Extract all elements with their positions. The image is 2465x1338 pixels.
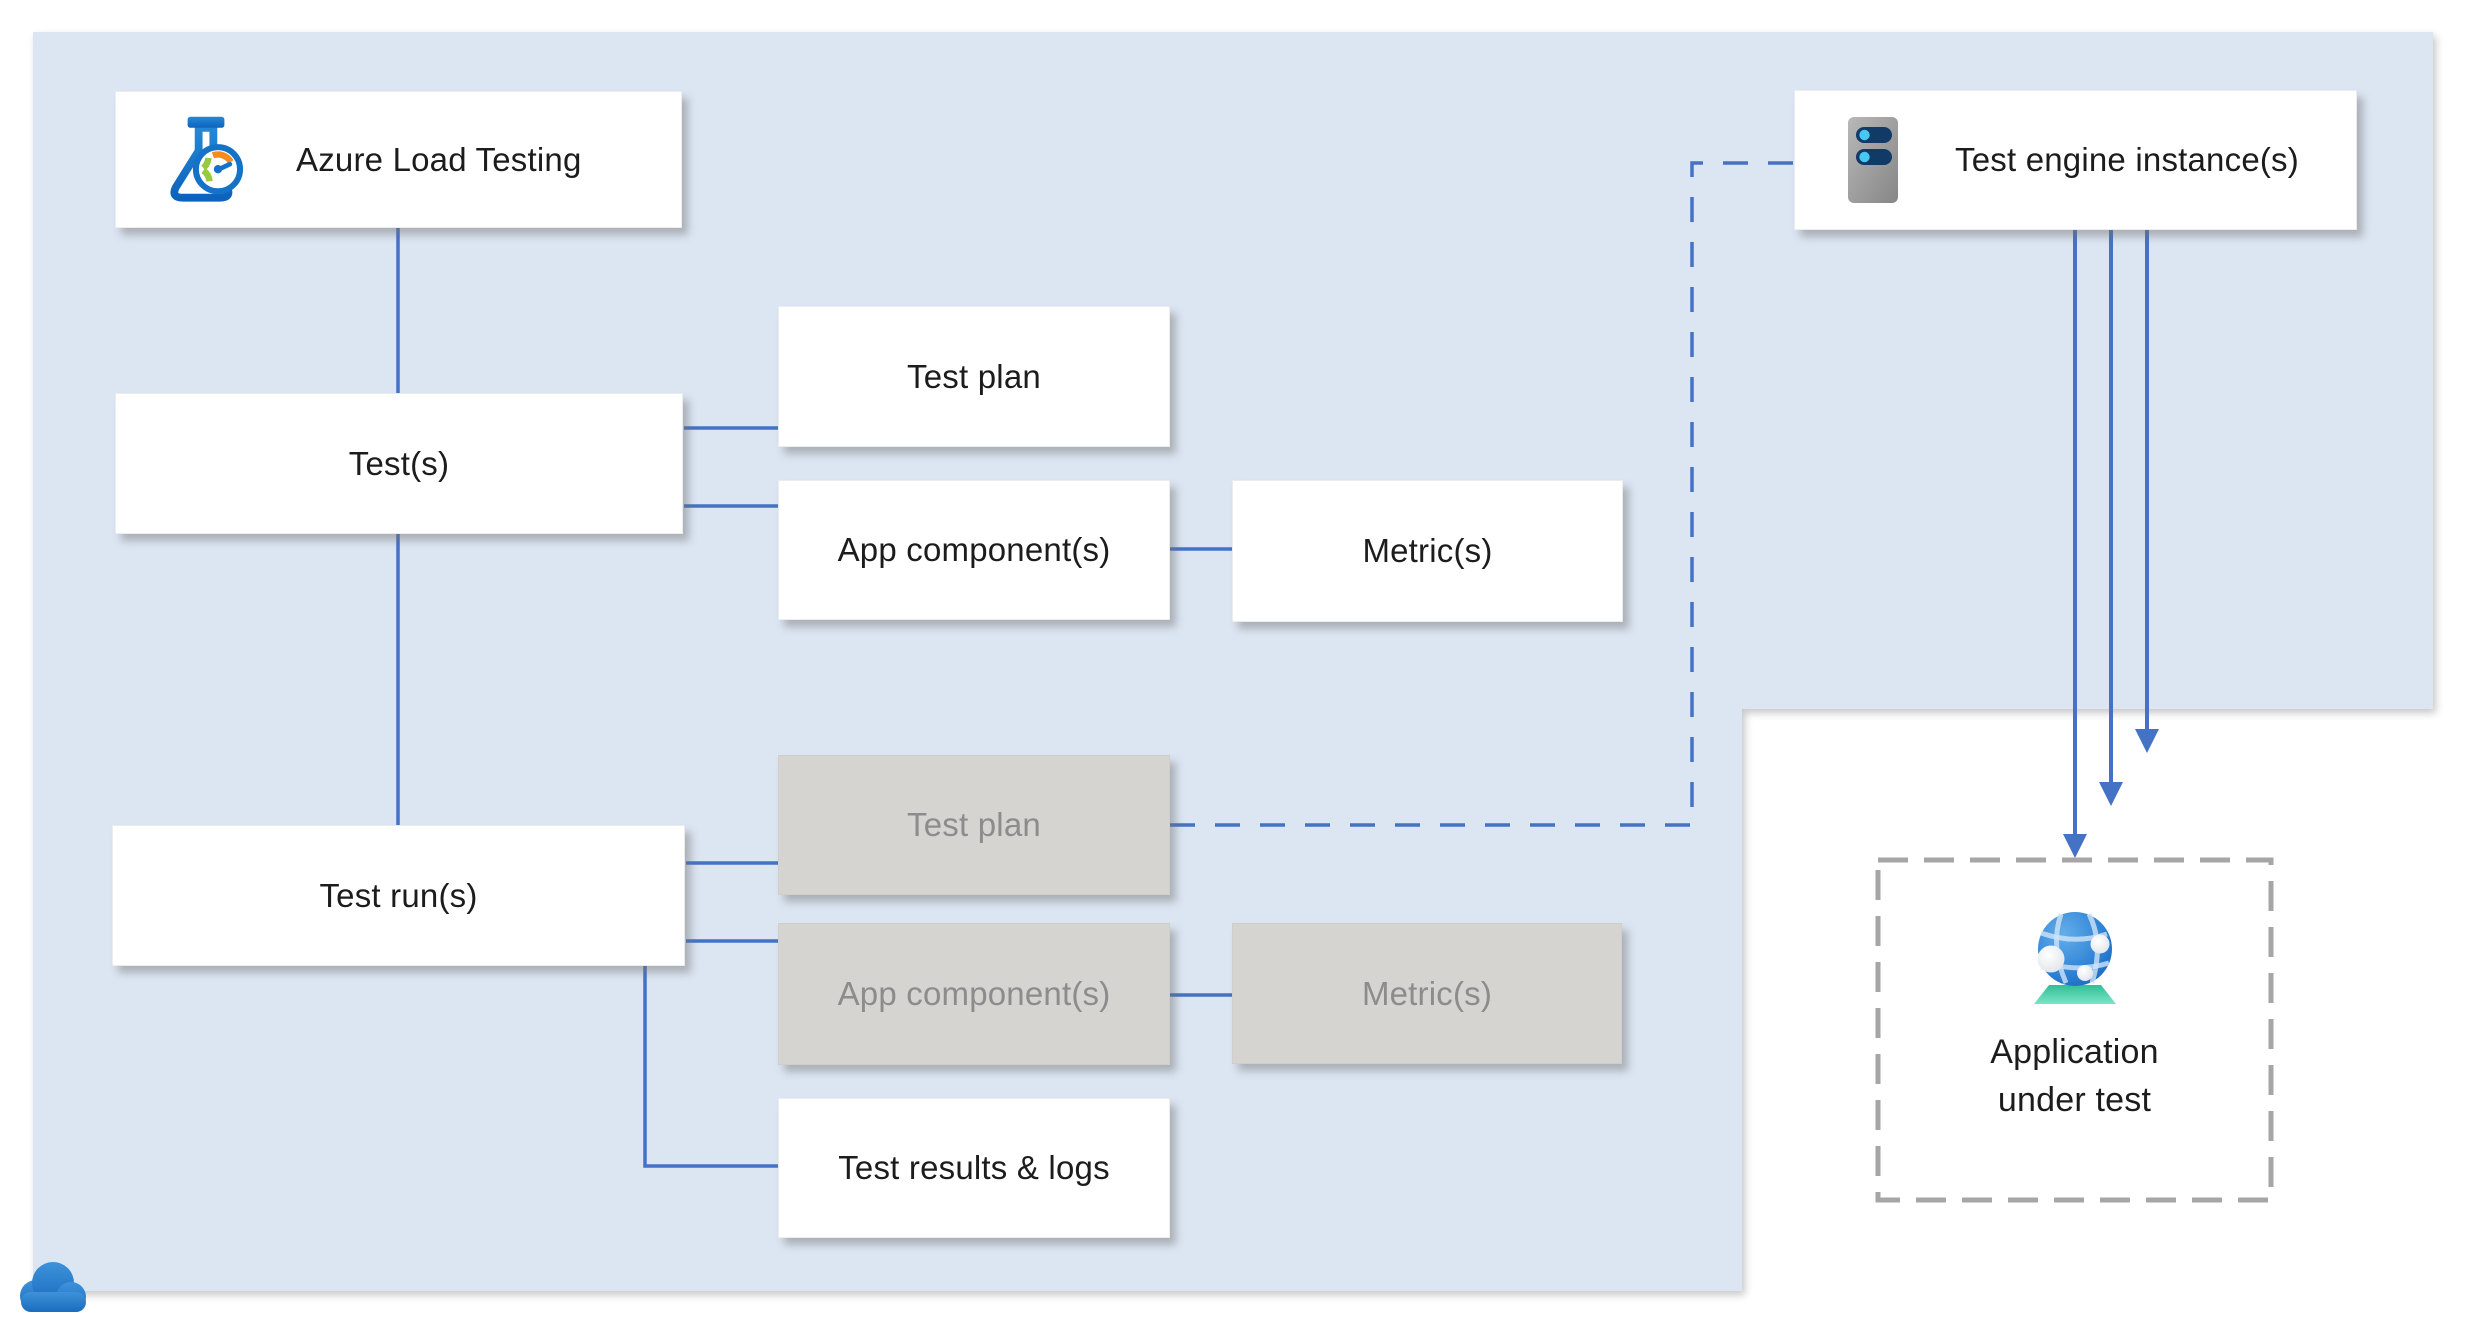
- node-label: Test plan: [907, 806, 1041, 843]
- node-label: App component(s): [837, 531, 1111, 568]
- node-label: App component(s): [837, 975, 1111, 1012]
- engine-load-arrowheads: [2063, 729, 2159, 858]
- node-label: Azure Load Testing: [296, 140, 582, 178]
- connector-testruns-to-results: [643, 966, 778, 1168]
- blue-region: [33, 32, 2433, 1291]
- node-test-engine-instances: Test engine instance(s): [1794, 90, 2357, 230]
- node-azure-load-testing: Azure Load Testing: [115, 91, 682, 228]
- arrowhead-2: [2099, 782, 2123, 806]
- azure-cloud-icon: [20, 1262, 86, 1312]
- virtual-machine-icon: [1848, 117, 1898, 203]
- arrowhead-1: [2063, 834, 2087, 858]
- node-test-plan: Test plan: [778, 306, 1170, 447]
- node-label-line1: Application: [1990, 1033, 2159, 1071]
- node-label: Test results & logs: [838, 1149, 1110, 1186]
- node-label: Test run(s): [319, 876, 478, 914]
- node-label: Metric(s): [1362, 532, 1493, 569]
- dashed-connector-testplan2-to-engine: [1170, 161, 1794, 827]
- node-label: Application under test: [1990, 1028, 2159, 1124]
- node-label-line2: under test: [1997, 1081, 2152, 1119]
- node-test-runs: Test run(s): [112, 825, 685, 966]
- node-test-run-metrics: Metric(s): [1232, 923, 1622, 1064]
- node-label: Test engine instance(s): [1955, 141, 2299, 178]
- node-label: Test(s): [348, 444, 450, 482]
- node-app-components: App component(s): [778, 480, 1170, 620]
- node-application-under-test: Application under test: [1878, 860, 2271, 1200]
- engine-load-arrows: [2073, 230, 2149, 836]
- app-service-icon: [2033, 912, 2116, 1004]
- connectors: [396, 228, 1232, 1168]
- node-test-run-test-plan: Test plan: [778, 755, 1170, 895]
- node-label: Metric(s): [1361, 974, 1493, 1012]
- node-tests: Test(s): [115, 393, 683, 534]
- node-test-results-logs: Test results & logs: [778, 1098, 1170, 1238]
- load-testing-icon: [170, 116, 244, 202]
- node-label: Test plan: [907, 357, 1041, 395]
- node-metrics: Metric(s): [1232, 480, 1623, 622]
- application-under-test-dashed-border: [1875, 857, 2274, 1203]
- node-test-run-app-components: App component(s): [778, 923, 1170, 1065]
- arrowhead-3: [2135, 729, 2159, 753]
